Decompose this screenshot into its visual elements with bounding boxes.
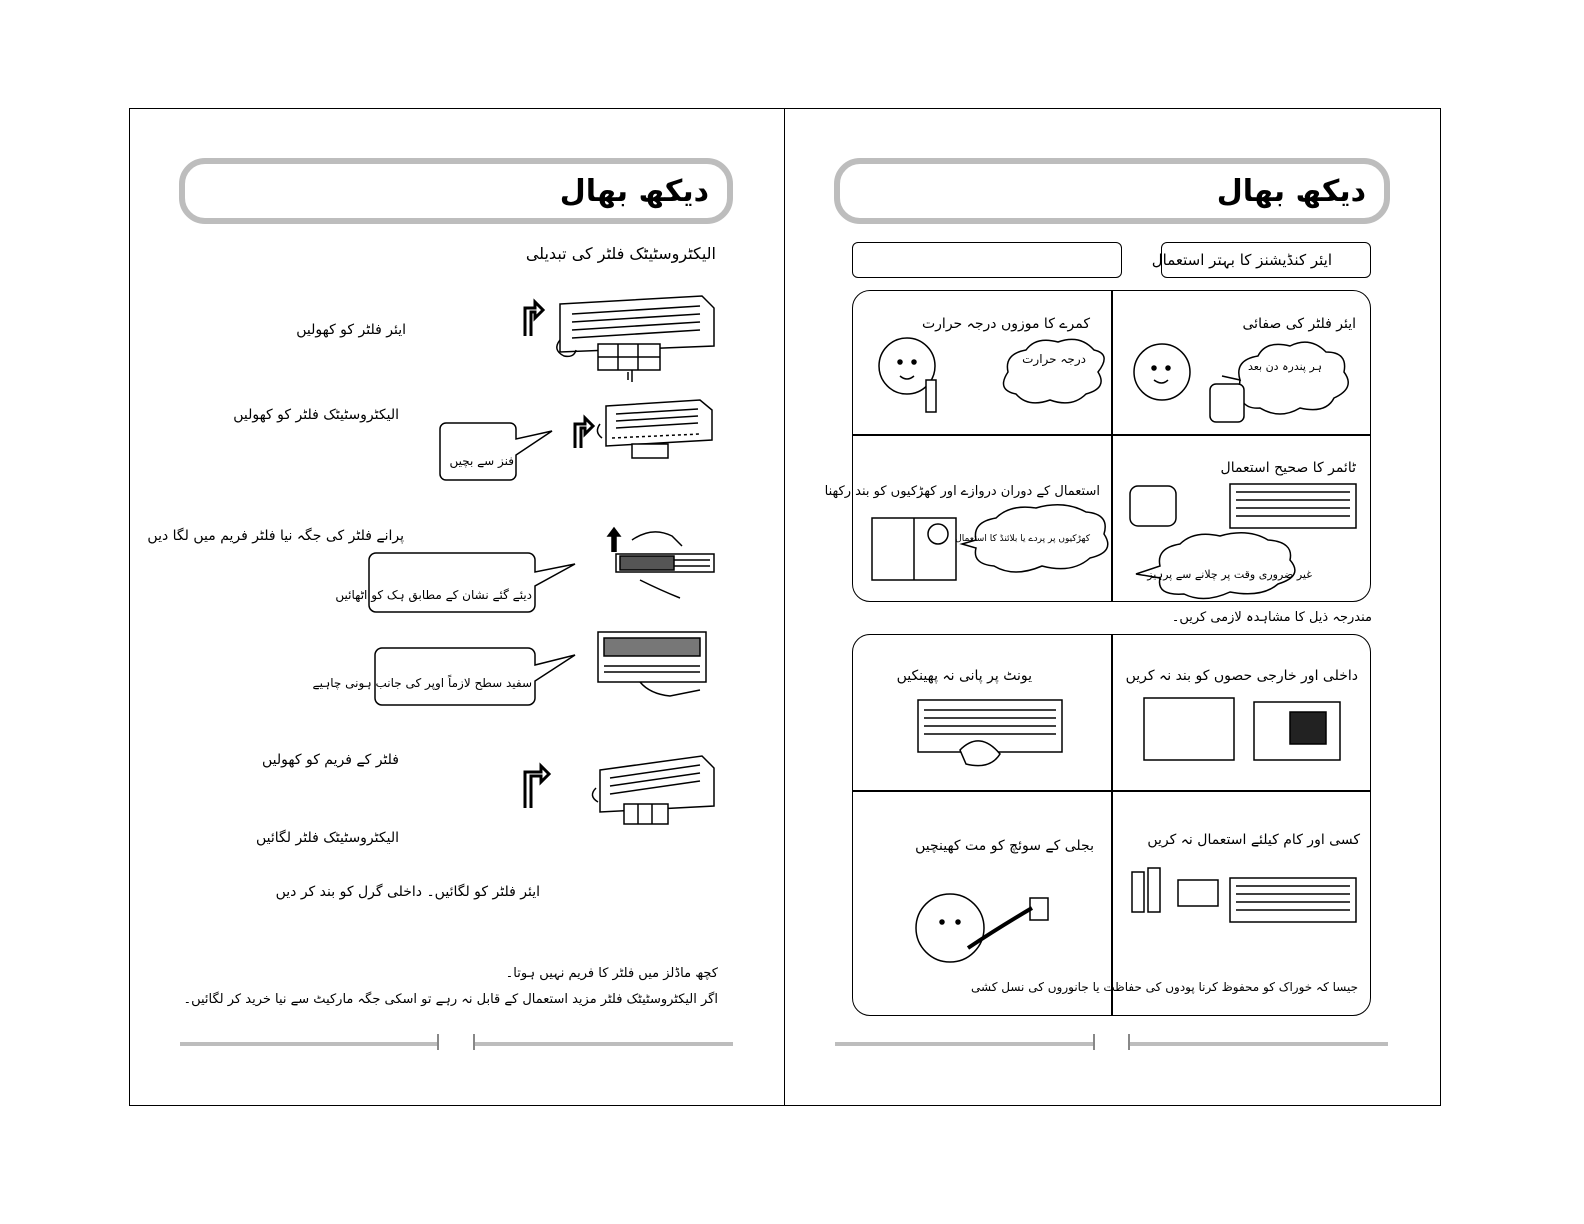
cell-timer-use: ٹائمر کا صحیح استعمال (1220, 460, 1356, 476)
cell-close-doors: استعمال کے دوران دروازے اور کھڑکیوں کو ب… (824, 484, 1100, 499)
left-page-title: دیکھ بھال (559, 174, 709, 209)
caution-grid-hline (852, 790, 1371, 792)
bubble-every-fifteen-days: ہر پندرہ دن بعد (1247, 360, 1322, 373)
step-open-electrostatic: الیکٹروسٹیٹک فلٹر کو کھولیں (233, 407, 399, 423)
cell-no-other-use: کسی اور کام کیلئے استعمال نہ کریں (1147, 832, 1360, 848)
kid-face-3 (915, 893, 985, 963)
usage-grid-hline (852, 434, 1371, 436)
right-footer-tick-2 (1128, 1034, 1130, 1050)
section-label: ایئر کنڈیشنز کا بہتر استعمال (1151, 251, 1332, 269)
cloud-avoid-unneeded (1135, 532, 1296, 600)
right-footer-bar-1 (835, 1042, 1094, 1046)
right-footer-bar-2 (1129, 1042, 1388, 1046)
ac-open-illustration-1 (523, 295, 715, 382)
left-subtitle: الیکٹروسٹیٹک فلٹر کی تبدیلی (525, 244, 716, 263)
bottle-icon-2 (1147, 867, 1161, 913)
filter-frame-illustration (597, 631, 707, 697)
left-footer-bar-2 (474, 1042, 733, 1046)
ac-open-illustration-2 (573, 399, 713, 459)
cloud-every-fifteen-days (1221, 341, 1349, 415)
bubble-curtains: کھڑکیوں پر پردے یا بلائنڈ کا استعمال (955, 534, 1090, 544)
ac-open-illustration-3 (523, 755, 715, 825)
cloud-temperature (1002, 338, 1105, 404)
cell-dont-pull-plug: بجلی کے سوئچ کو مت کھینچیں (915, 838, 1094, 854)
thermometer-icon (925, 379, 937, 413)
step-replace-old: پرانے فلٹر کی جگہ نیا فلٹر فریم میں لگا … (147, 528, 404, 544)
kid-face-2 (878, 337, 936, 395)
sun-icon (927, 523, 949, 545)
bubble-temperature: درجہ حرارت (1022, 352, 1086, 366)
note-line-1: کچھ ماڈلز میں فلٹر کا فریم نہیں ہوتا۔ (505, 966, 718, 981)
caution-grid-vline (1111, 634, 1113, 1016)
filter-hook-illustration (606, 526, 715, 599)
bubble-avoid-unneeded: غیر ضروری وقت پر چلانے سے پرہیز (1147, 568, 1312, 581)
cell-room-temp: کمرے کا موزوں درجہ حرارت (921, 316, 1090, 332)
timer-robot-icon (1129, 485, 1177, 527)
callout-avoid-fins: فنز سے بچیں (449, 454, 514, 468)
step-open-frame: فلٹر کے فریم کو کھولیں (262, 752, 399, 768)
cell-dont-block: داخلی اور خارجی حصوں کو بند نہ کریں (1125, 668, 1358, 684)
step-fit-air-filter: ایئر فلٹر کو لگائیں۔ داخلی گرل کو بند کر… (275, 884, 540, 900)
left-footer-tick-2 (473, 1034, 475, 1050)
left-footer-tick-1 (437, 1034, 439, 1050)
kid-face-1 (1133, 343, 1191, 401)
cloud-curtains (959, 504, 1109, 573)
section-label-box: ایئر کنڈیشنز کا بہتر استعمال (1152, 242, 1371, 278)
boxes-indoor-icon (1143, 697, 1235, 761)
page-divider (784, 108, 785, 1106)
cell-food-note: جیسا کہ خوراک کو محفوظ کرنا پودوں کی حفا… (971, 980, 1358, 994)
right-page-title: دیکھ بھال (1216, 174, 1366, 209)
left-title-box: دیکھ بھال (179, 158, 733, 224)
cans-icon (1177, 879, 1219, 907)
ac-unit-icon-3 (1229, 877, 1357, 923)
right-title-box: دیکھ بھال (834, 158, 1390, 224)
cell-air-filter-cleaning: ایئر فلٹر کی صفائی (1242, 316, 1357, 332)
right-footer-tick-1 (1093, 1034, 1095, 1050)
wall-socket-icon (1029, 897, 1049, 921)
callout-white-side-up: سفید سطح لازماً اوپر کی جانب ہونی چاہیے (312, 676, 532, 690)
wet-cloth-icon (959, 740, 1001, 767)
step-open-air-filter: ایئر فلٹر کو کھولیں (296, 322, 406, 338)
vacuum-icon (1209, 383, 1245, 423)
manual-spread (129, 108, 1441, 1106)
empty-label-box (852, 242, 1122, 278)
cell-no-water: یونٹ پر پانی نہ پھینکیں (896, 668, 1032, 684)
note-line-2: اگر الیکٹروسٹیٹک فلٹر مزید استعمال کے قا… (183, 992, 718, 1007)
bottle-icon-1 (1131, 871, 1145, 913)
usage-grid-vline (1111, 290, 1113, 602)
step-fit-electrostatic: الیکٹروسٹیٹک فلٹر لگائیں (256, 830, 399, 846)
callout-lift-hook: دیئے گئے نشان کے مطابق ہک کو اٹھائیں (335, 588, 532, 602)
left-footer-bar-1 (180, 1042, 438, 1046)
observe-note: مندرجہ ذیل کا مشاہدہ لازمی کریں۔ (1171, 610, 1372, 625)
